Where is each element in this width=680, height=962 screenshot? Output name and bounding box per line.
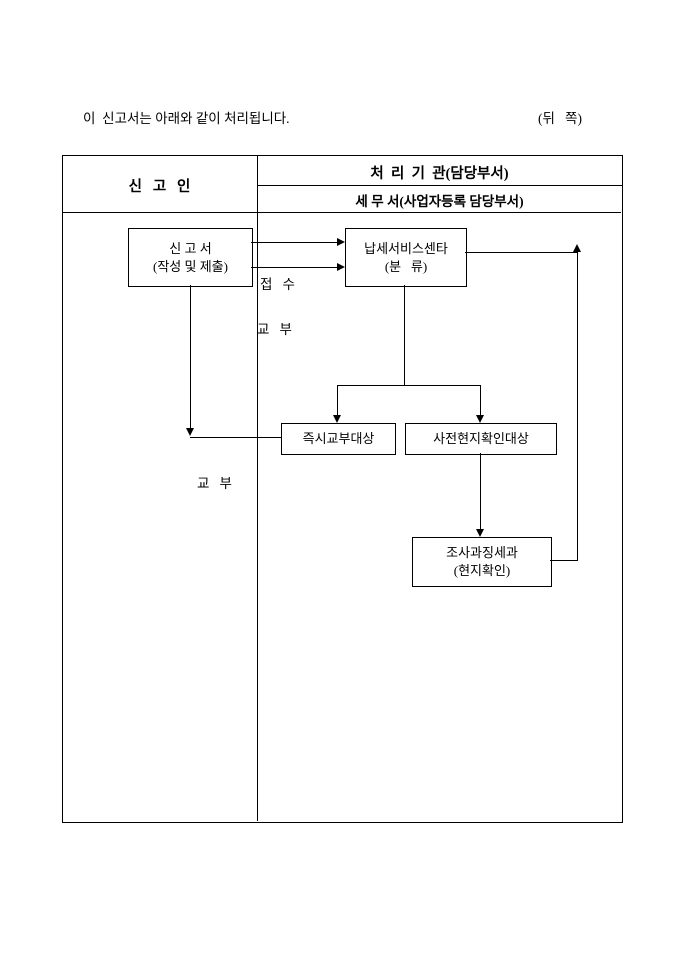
- immediate-issue-box: 즉시교부대상: [281, 423, 396, 455]
- investigation-return-arrow-head: [573, 244, 581, 252]
- branch-left-line: [337, 385, 338, 416]
- process-table-border: [62, 155, 623, 823]
- investigation-return-h-line: [550, 560, 578, 561]
- immediate-issue-label: 즉시교부대상: [302, 431, 375, 447]
- investigation-return-v-line: [577, 252, 578, 560]
- investigation-title: 조사과징세과: [446, 545, 518, 561]
- report-box-title: 신 고 서: [169, 240, 212, 256]
- submit-arrow-line-top: [251, 242, 338, 243]
- issue-h-line: [190, 437, 281, 438]
- issue-v-line: [190, 285, 191, 428]
- report-box: 신 고 서 (작성 및 제출): [128, 228, 253, 287]
- onsite-to-investigation-arrow-head: [476, 529, 484, 537]
- investigation-box: 조사과징세과 (현지확인): [412, 537, 552, 587]
- submit-arrow-line-bottom: [251, 267, 338, 268]
- submit-arrow-head-top: [337, 238, 345, 246]
- classify-stem-line: [404, 285, 405, 385]
- issue-arrow-head: [186, 428, 194, 436]
- service-center-box: 납세서비스센타 (분 류): [345, 228, 467, 287]
- service-center-return-line: [465, 252, 578, 253]
- submit-arrow-head-bottom: [337, 263, 345, 271]
- declarant-column-header: 신 고 인: [128, 179, 191, 195]
- issue-label-left: 교 부: [197, 476, 232, 491]
- receipt-label: 접 수: [260, 277, 295, 292]
- service-center-title: 납세서비스센타: [364, 240, 448, 256]
- column-divider-line: [257, 156, 258, 821]
- branch-right-arrow-head: [476, 415, 484, 423]
- classify-branch-line: [337, 385, 481, 386]
- header-row-divider-line: [258, 185, 622, 186]
- header-bottom-line: [63, 212, 621, 213]
- investigation-subtitle: (현지확인): [453, 563, 511, 578]
- branch-right-line: [480, 385, 481, 416]
- onsite-to-investigation-line: [480, 453, 481, 530]
- issue-label: 교 부: [257, 322, 292, 337]
- tax-office-subheader: 세 무 서(사업자등록 담당부서): [355, 194, 524, 209]
- report-box-subtitle: (작성 및 제출): [153, 258, 228, 274]
- onsite-check-box: 사전현지확인대상: [405, 423, 557, 455]
- back-side-label: (뒤 쪽): [538, 111, 582, 126]
- onsite-check-label: 사전현지확인대상: [433, 431, 529, 447]
- agency-column-header: 처 리 기 관(담당부서): [370, 166, 509, 182]
- branch-left-arrow-head: [333, 415, 341, 423]
- service-center-subtitle: (분 류): [384, 258, 428, 274]
- intro-text: 이 신고서는 아래와 같이 처리됩니다.: [83, 111, 290, 126]
